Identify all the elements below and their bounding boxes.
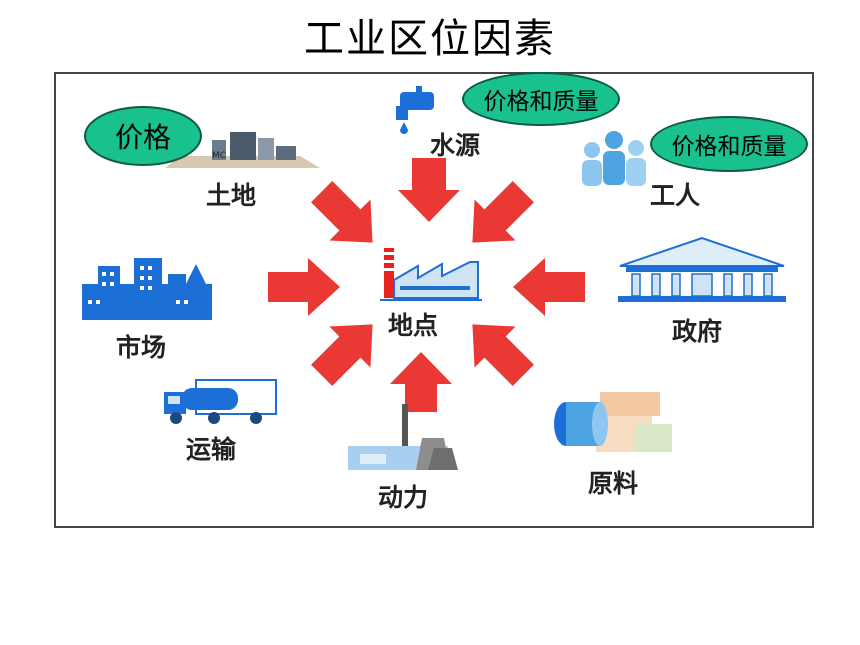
arrow-from-market bbox=[268, 258, 340, 316]
arrow-from-labor bbox=[472, 181, 534, 243]
building-icon bbox=[618, 236, 786, 302]
label-center: 地点 bbox=[388, 311, 439, 340]
arrow-from-raw-materials bbox=[472, 324, 534, 386]
note-water-price-quality: 价格和质量 bbox=[462, 72, 620, 126]
factory-icon bbox=[380, 248, 482, 301]
arrow-from-water bbox=[398, 158, 460, 222]
label-water: 水源 bbox=[430, 131, 481, 160]
page-title: 工业区位因素 bbox=[304, 16, 556, 62]
label-transport: 运输 bbox=[186, 435, 237, 464]
arrow-from-land bbox=[311, 181, 373, 243]
label-government: 政府 bbox=[672, 317, 723, 346]
faucet-icon bbox=[396, 86, 434, 134]
arrow-from-transport bbox=[311, 324, 373, 386]
note-land-price: 价格 bbox=[84, 106, 202, 166]
city-icon bbox=[82, 258, 212, 320]
label-land: 土地 bbox=[206, 181, 257, 210]
arrow-from-government bbox=[513, 258, 585, 316]
power-plant-icon bbox=[348, 404, 458, 470]
raw-materials-icon bbox=[554, 392, 672, 452]
label-power: 动力 bbox=[378, 483, 429, 512]
arrow-from-power bbox=[390, 352, 452, 412]
note-labor-price-quality: 价格和质量 bbox=[650, 116, 808, 172]
svg-text:MC: MC bbox=[212, 151, 226, 161]
label-market: 市场 bbox=[116, 333, 167, 362]
label-raw-materials: 原料 bbox=[588, 469, 639, 498]
label-labor: 工人 bbox=[650, 181, 701, 210]
land-icon: MC bbox=[165, 132, 320, 168]
workers-icon bbox=[582, 131, 646, 186]
truck-icon bbox=[164, 379, 277, 424]
